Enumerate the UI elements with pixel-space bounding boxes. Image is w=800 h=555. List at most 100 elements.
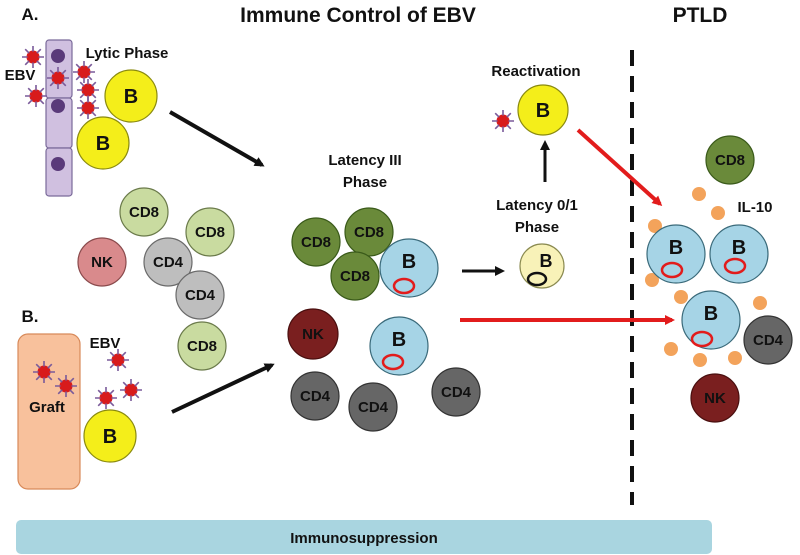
ebv-virion — [22, 46, 44, 68]
latency01-label-line1: Latency 0/1 — [496, 197, 578, 214]
ebv-label-graft: EBV — [90, 335, 121, 352]
cd8-cell — [177, 321, 227, 371]
virus-particles — [22, 46, 514, 409]
cd8-cell-active — [330, 251, 380, 301]
ebv-virion — [77, 97, 99, 119]
graft-to-latency3-arrow — [171, 363, 275, 414]
ebv-virion — [73, 61, 95, 83]
cd4-cell-active — [290, 371, 340, 421]
il10-dot — [693, 353, 707, 367]
cd8-cell-ptld — [705, 135, 755, 185]
epithelial-nucleus — [51, 99, 65, 113]
b-cell-lytic — [76, 116, 130, 170]
cd4-cell-active — [348, 382, 398, 432]
ebv-episome — [690, 330, 714, 348]
ebv-virion — [107, 349, 129, 371]
cd8-label: CD8 — [301, 234, 331, 251]
ebv-virion — [120, 379, 142, 401]
cd4-label: CD4 — [185, 287, 216, 304]
b-cell-reactivated — [517, 84, 569, 136]
cd4-label: CD4 — [753, 332, 784, 349]
cd4-cell — [143, 237, 193, 287]
epithelial-nucleus — [51, 49, 65, 63]
latency01-label-line2: Phase — [515, 219, 559, 236]
ebv-virion — [25, 85, 47, 107]
b-cell-label: B — [402, 251, 416, 273]
cd8-label: CD8 — [340, 268, 370, 285]
il10-label: IL-10 — [737, 199, 772, 216]
reactivation-to-ptld-arrow — [576, 128, 663, 207]
immunosuppression-label: Immunosuppression — [290, 530, 438, 547]
graft-label: Graft — [29, 399, 65, 416]
ebv-episome — [723, 257, 747, 275]
cd4-label: CD4 — [300, 388, 331, 405]
ebv-virion — [95, 387, 117, 409]
ebv-virion — [77, 79, 99, 101]
cd4-cell — [175, 270, 225, 320]
cd8-label: CD8 — [354, 224, 384, 241]
panel-a-label: A. — [22, 5, 39, 24]
b-cell-label: B — [103, 426, 117, 448]
lytic-to-latency3-arrow — [169, 110, 265, 167]
ebv-episome — [381, 353, 405, 371]
cd4-label: CD4 — [441, 384, 472, 401]
nk-cell-ptld — [690, 373, 740, 423]
ebv-virion — [33, 361, 55, 383]
il10-dot — [692, 187, 706, 201]
epithelial-nucleus — [51, 157, 65, 171]
ptld-title: PTLD — [673, 4, 728, 27]
latency3-label-line2: Phase — [343, 174, 387, 191]
latency3-label-line1: Latency III — [328, 152, 401, 169]
cd4-cell-active — [431, 367, 481, 417]
nk-cell — [77, 237, 127, 287]
il10-dot — [645, 273, 659, 287]
cd8-cell-active — [291, 217, 341, 267]
ebv-label: EBV — [5, 67, 36, 84]
il10-dots — [645, 187, 767, 367]
b-cell-label: B — [540, 251, 553, 271]
lytic-phase-label: Lytic Phase — [86, 45, 169, 62]
ebv-episome-latent — [526, 271, 548, 287]
il10-dot — [753, 296, 767, 310]
il10-dot — [728, 351, 742, 365]
nk-label: NK — [302, 326, 324, 343]
b-cell-latency01 — [519, 243, 565, 289]
il10-dot — [674, 290, 688, 304]
nk-cell-active — [287, 308, 339, 360]
immunosuppression-bar — [16, 520, 712, 554]
b-cell-label: B — [392, 329, 406, 351]
cd4-label: CD4 — [358, 399, 389, 416]
ebv-episome — [392, 277, 416, 295]
reactivation-label: Reactivation — [491, 63, 580, 80]
il10-dot — [711, 206, 725, 220]
cd8-cell — [185, 207, 235, 257]
cd4-cell-ptld — [743, 315, 793, 365]
b-cell-label: B — [536, 100, 550, 122]
b-cell-label: B — [732, 237, 746, 259]
nk-label: NK — [91, 254, 113, 271]
b-cell-graft — [83, 409, 137, 463]
b-cell-label: B — [96, 133, 110, 155]
cd8-cell — [119, 187, 169, 237]
b-cell-lytic — [104, 69, 158, 123]
b-cell-label: B — [704, 303, 718, 325]
ebv-virion — [492, 110, 514, 132]
panel-b-label: B. — [22, 307, 39, 326]
cd8-label: CD8 — [715, 152, 745, 169]
epithelial-cell — [45, 147, 73, 197]
ebv-episome — [660, 261, 684, 279]
epithelial-cell — [45, 39, 73, 99]
ebv-virion — [47, 67, 69, 89]
diagram-title: Immune Control of EBV — [240, 4, 476, 27]
il10-dot — [648, 219, 662, 233]
ebv-virion — [55, 375, 77, 397]
nk-label: NK — [704, 390, 726, 407]
b-cell-label: B — [124, 86, 138, 108]
b-cell-label: B — [669, 237, 683, 259]
cd8-label: CD8 — [129, 204, 159, 221]
cd8-label: CD8 — [187, 338, 217, 355]
epithelial-cells — [45, 39, 73, 197]
cd4-label: CD4 — [153, 254, 184, 271]
